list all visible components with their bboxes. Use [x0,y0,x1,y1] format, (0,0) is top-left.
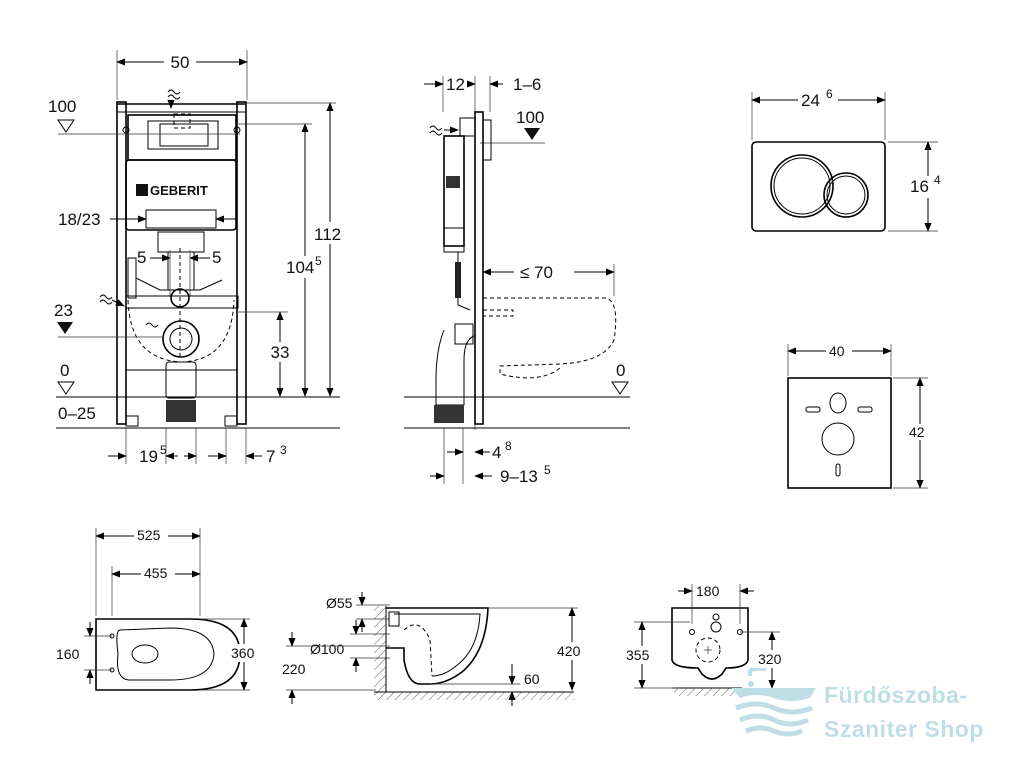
sound-mat [787,377,892,489]
dim-side-bottom-range-sup: 5 [544,463,551,477]
dim-offset-right-5: 5 [212,248,221,267]
bowl-outline-side [386,607,489,685]
watermark-line2: Szaniter Shop [824,716,984,742]
dim-bowl-projection: ≤ 70 [520,263,553,282]
bowl-side-view: Ø55 Ø100 220 420 60 [282,592,586,706]
dim-bottom-19: 19 [139,447,158,466]
dim-clearance-60: 60 [524,671,540,687]
bowl-top-view: 525 455 160 360 [56,526,260,691]
watermark-line1: Fürdőszoba- [824,682,968,708]
flush-plate-view: 24 6 16 4 [751,87,946,232]
dim-rear-320: 320 [758,651,782,667]
dim-depth-range-1-6: 1–6 [513,75,541,94]
dim-width-50: 50 [171,53,190,72]
floor-range-0-25: 0–25 [58,404,96,423]
dim-bottom-7-sup: 3 [280,443,287,457]
side-level-100: 100 [516,108,544,127]
dim-rear-fixing: 180 [696,583,720,599]
side-level-0: 0 [616,361,625,380]
dim-side-bottom-range: 9–13 [500,467,538,486]
bowl-outline-rear [671,607,749,680]
flush-plate [751,141,886,232]
dim-height-420: 420 [557,643,581,659]
dim-side-bottom-4-sup: 8 [505,439,512,453]
dim-bowl-length-total: 525 [137,527,161,543]
level-100: 100 [48,97,76,116]
dim-depth-12: 12 [446,75,465,94]
dim-height-104-sup: 5 [315,254,322,268]
dim-height-33: 33 [271,343,290,362]
sound-mat-view: 40 42 [787,342,934,489]
dim-plate-height-sup: 4 [934,173,941,187]
dim-height-220: 220 [282,661,306,677]
dim-plate-height: 16 [910,177,929,196]
dim-outlet-100: Ø100 [310,641,344,657]
dim-bowl-width: 360 [231,645,255,661]
frame-side-view: 12 1–6 100 ≤ 70 0 [404,75,630,486]
dim-mat-width: 40 [829,343,845,359]
dim-bottom-19-sup: 5 [160,443,167,457]
brand-logo: GEBERIT [150,183,208,198]
dim-plate-width-sup: 6 [826,87,833,101]
dim-side-bottom-4: 4 [492,443,501,462]
dim-mat-height: 42 [909,424,925,440]
frame-front-view: 50 GEBERIT 18/23 5 5 [48,50,352,466]
dim-bottom-7: 7 [266,447,275,466]
watermark-logo [732,668,816,737]
dim-offset-left-5: 5 [137,248,146,267]
level-23: 23 [54,301,73,320]
dim-height-104: 104 [286,258,314,277]
dim-bowl-length-inner: 455 [144,565,168,581]
dim-plate-width: 24 [801,91,820,110]
bowl-rear-view: 180 355 320 [624,583,788,696]
dim-outlet-55: Ø55 [326,595,353,611]
dim-bowl-fixing: 160 [56,646,80,662]
level-0: 0 [60,361,69,380]
dim-opening-18-23: 18/23 [58,210,101,229]
dim-height-112: 112 [314,225,341,244]
dim-rear-355: 355 [626,647,650,663]
